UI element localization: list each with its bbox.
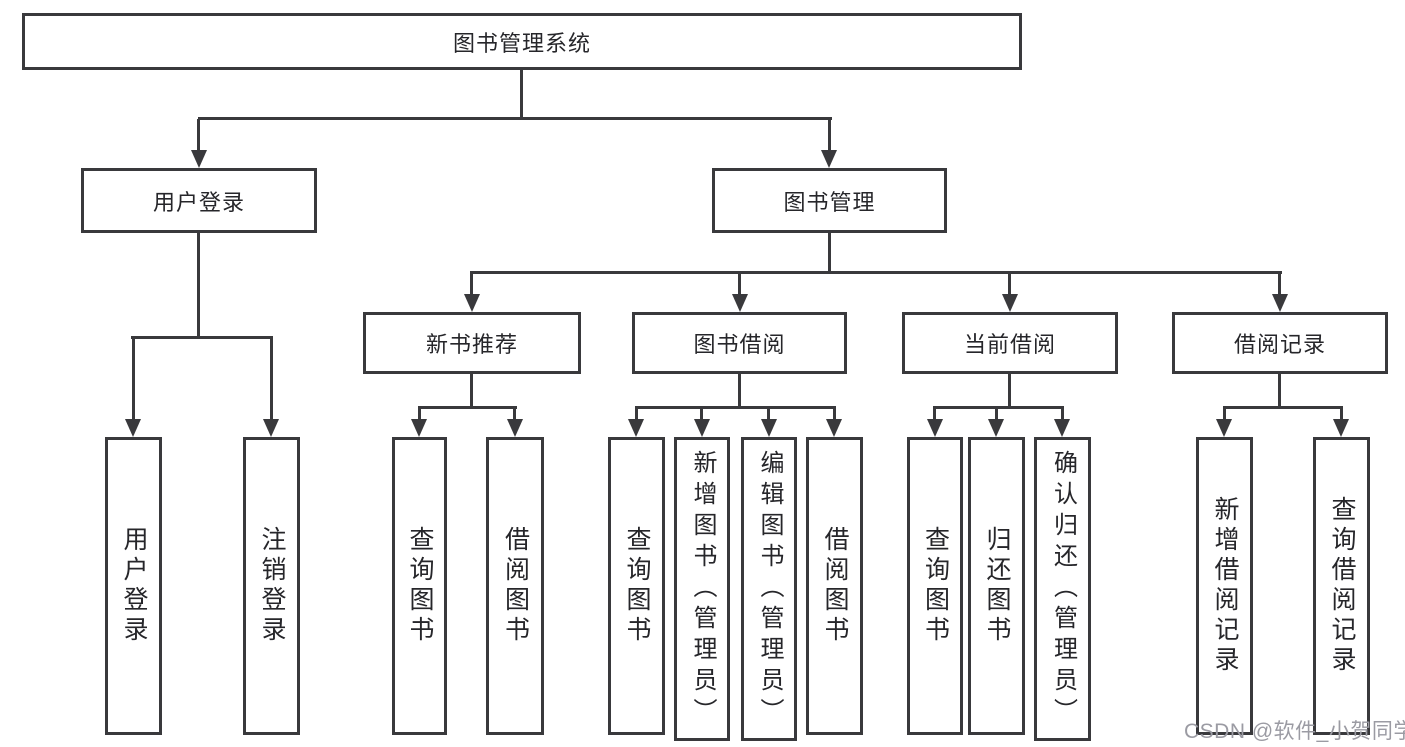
arrow-down-icon (826, 419, 842, 437)
connector-line (828, 233, 831, 273)
connector-line (1223, 406, 1343, 409)
leaf-current-query-books: 查询图书 (907, 437, 963, 735)
arrow-down-icon (125, 419, 141, 437)
connector-line (1008, 374, 1011, 408)
connector-line (995, 408, 998, 421)
arrow-down-icon (1333, 419, 1349, 437)
connector-line (767, 408, 770, 421)
arrow-down-icon (628, 419, 644, 437)
leaf-edit-books-admin: 编辑图书（管理员） (741, 437, 797, 741)
arrow-down-icon (927, 419, 943, 437)
connector-line (197, 119, 200, 152)
connector-line (418, 408, 421, 421)
node-user-login: 用户登录 (81, 168, 317, 233)
connector-line (1340, 408, 1343, 421)
connector-line (933, 408, 936, 421)
arrow-down-icon (464, 294, 480, 312)
leaf-add-borrow-record: 新增借阅记录 (1196, 437, 1253, 735)
arrow-down-icon (1216, 419, 1232, 437)
leaf-return-books: 归还图书 (968, 437, 1025, 735)
arrow-down-icon (1272, 294, 1288, 312)
leaf-add-books-admin: 新增图书（管理员） (674, 437, 730, 741)
connector-line (828, 119, 831, 152)
node-book-management: 图书管理 (712, 168, 947, 233)
connector-line (700, 408, 703, 421)
connector-line (470, 271, 1282, 274)
connector-line (635, 408, 638, 421)
connector-line (1278, 374, 1281, 408)
connector-line (933, 406, 1064, 409)
csdn-watermark: CSDN @软件_小贺同学 (1184, 720, 1405, 743)
arrow-down-icon (732, 294, 748, 312)
arrow-down-icon (191, 150, 207, 168)
arrow-down-icon (761, 419, 777, 437)
leaf-user-login: 用户登录 (105, 437, 162, 735)
connector-line (738, 374, 741, 408)
connector-line (1061, 408, 1064, 421)
connector-line (635, 406, 836, 409)
connector-line (470, 374, 473, 408)
connector-line (1008, 273, 1011, 296)
node-book-borrow: 图书借阅 (632, 312, 847, 374)
leaf-recommend-query-books: 查询图书 (392, 437, 447, 735)
connector-line (131, 336, 273, 339)
leaf-query-borrow-record: 查询借阅记录 (1313, 437, 1370, 735)
connector-line (520, 69, 523, 119)
arrow-down-icon (694, 419, 710, 437)
arrow-down-icon (821, 150, 837, 168)
arrow-down-icon (507, 419, 523, 437)
node-new-book-recommend: 新书推荐 (363, 312, 581, 374)
connector-line (1278, 273, 1281, 296)
connector-line (270, 338, 273, 421)
arrow-down-icon (263, 419, 279, 437)
connector-line (513, 408, 516, 421)
connector-line (1223, 408, 1226, 421)
arrow-down-icon (988, 419, 1004, 437)
connector-line (132, 338, 135, 421)
leaf-borrow-books: 借阅图书 (806, 437, 863, 735)
node-borrow-records: 借阅记录 (1172, 312, 1388, 374)
connector-line (738, 273, 741, 296)
connector-line (418, 406, 517, 409)
connector-line (198, 117, 832, 120)
leaf-logout: 注销登录 (243, 437, 300, 735)
node-root: 图书管理系统 (22, 13, 1022, 70)
arrow-down-icon (1002, 294, 1018, 312)
leaf-borrow-query-books: 查询图书 (608, 437, 665, 735)
node-current-borrow: 当前借阅 (902, 312, 1118, 374)
leaf-recommend-borrow-books: 借阅图书 (486, 437, 544, 735)
arrow-down-icon (1054, 419, 1070, 437)
arrow-down-icon (411, 419, 427, 437)
leaf-confirm-return-admin: 确认归还（管理员） (1034, 437, 1091, 741)
connector-line (470, 273, 473, 296)
connector-line (833, 408, 836, 421)
connector-line (197, 233, 200, 338)
